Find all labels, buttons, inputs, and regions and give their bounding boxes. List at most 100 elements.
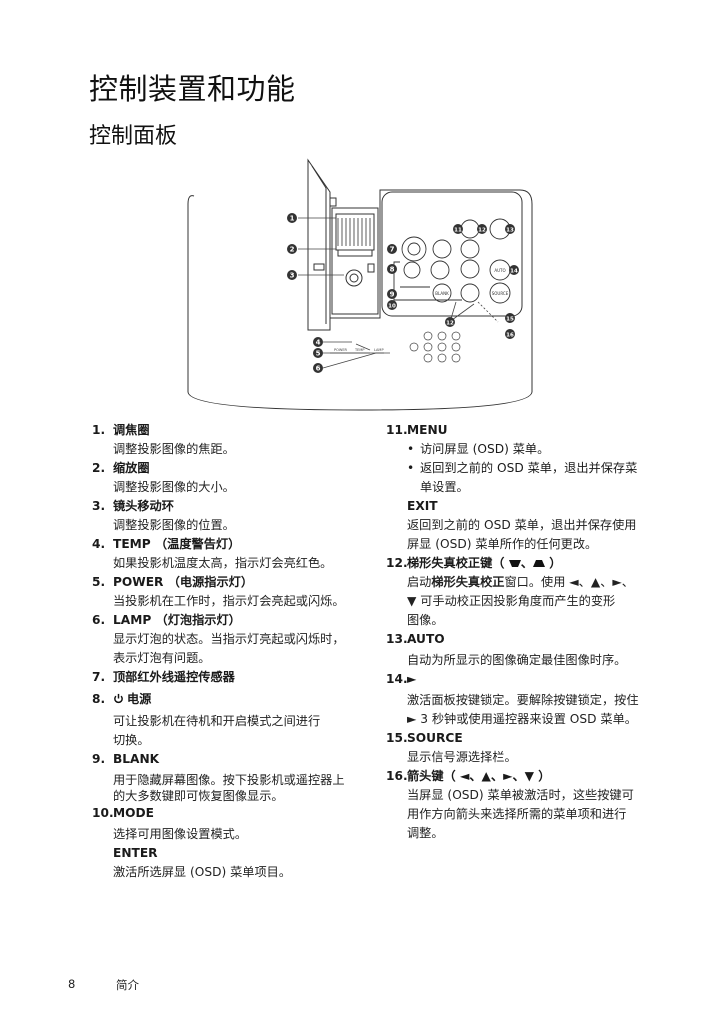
left-column: 1. 调焦圈 调整投影图像的焦距。 2. 缩放圈 调整投影图像的大小。 3. 镜… [92,421,382,882]
item-arrow-keys: 16. 箭头键（ ◄、▲、►、▼ ） 当屏显 (OSD) 菜单被激活时，这些按键… [386,767,676,843]
item-lens-shift-ring: 3. 镜头移动环 调整投影图像的位置。 [92,497,382,535]
item-number: 3. [92,499,106,513]
item-number: 15. [386,731,408,745]
item-number: 12. [386,556,408,570]
item-desc: 调整。 [407,826,444,840]
svg-text:TEMP: TEMP [354,348,364,352]
item-desc: 自动为所显示的图像确定最佳图像时序。 [407,653,627,667]
item-desc: 显示信号源选择栏。 [407,750,517,764]
item-desc: 可让投影机在待机和开启模式之间进行 [113,714,321,728]
item-desc: 调整投影图像的大小。 [113,480,235,494]
svg-text:2: 2 [290,246,295,254]
svg-text:14: 14 [510,269,518,275]
item-desc: 选择可用图像设置模式。 [113,827,248,841]
bullet-item: 返回到之前的 OSD 菜单，退出并保存菜 [407,459,676,478]
item-desc: 用于隐藏屏幕图像。按下投影机或遥控器上 [113,773,345,787]
svg-text:7: 7 [390,246,395,254]
item-number: 16. [386,769,408,783]
desc-bold: 梯形失真校正 [431,575,505,589]
item-source: 15. SOURCE 显示信号源选择栏。 [386,729,676,767]
item-focus-ring: 1. 调焦圈 调整投影图像的焦距。 [92,421,382,459]
svg-text:1: 1 [290,215,295,223]
callout-11: 11 [453,224,463,234]
callout-6: 6 [313,363,323,373]
item-number: 10. [92,806,114,820]
svg-text:9: 9 [390,291,395,299]
callout-3: 3 [287,270,297,280]
item-number: 13. [386,632,408,646]
item-zoom-ring: 2. 缩放圈 调整投影图像的大小。 [92,459,382,497]
item-keystone: 12. 梯形失真校正键（ 、 ） 启动梯形失真校正窗口。使用 ◄、▲、►、 ▼ … [386,554,676,630]
callout-16: 16 [505,329,515,339]
bullet-item-cont: 单设置。 [420,480,469,494]
item-title: 调焦圈 [113,423,150,437]
item-number: 4. [92,537,106,551]
item-desc: 激活所选屏显 (OSD) 菜单项目。 [113,865,292,879]
item-title: 顶部红外线遥控传感器 [113,670,235,684]
item-title: ► [407,672,417,686]
item-title: MODE [113,806,154,820]
item-blank: 9. BLANK 用于隐藏屏幕图像。按下投影机或遥控器上 的大多数键即可恢复图像… [92,750,382,804]
svg-text:10: 10 [388,304,396,310]
svg-text:12: 12 [446,321,454,327]
item-desc: ► 3 秒钟或使用遥控器来设置 OSD 菜单。 [407,712,637,726]
item-desc: 当投影机在工作时，指示灯会亮起或闪烁。 [113,594,345,608]
callout-10: 10 [387,300,397,310]
item-desc: 调整投影图像的位置。 [113,518,235,532]
item-desc: 切换。 [113,733,150,747]
section-heading: 控制面板 [89,124,178,149]
callout-1: 1 [287,213,297,223]
item-lamp-light: 6. LAMP （灯泡指示灯） 显示灯泡的状态。当指示灯亮起或闪烁时， 表示灯泡… [92,611,382,668]
svg-text:LAMP: LAMP [374,348,384,352]
item-title: SOURCE [407,731,463,745]
callout-12: 12 [477,224,487,234]
item-title: BLANK [113,752,160,766]
item-desc: 的大多数键即可恢复图像显示。 [113,789,284,803]
callout-13: 13 [505,224,515,234]
item-desc: 显示灯泡的状态。当指示灯亮起或闪烁时， [113,632,345,646]
source-button-label: SOURCE [492,291,509,296]
desc-part: 窗口。使用 ◄、▲、►、 [504,575,635,589]
item-desc: 表示灯泡有问题。 [113,651,211,665]
blank-button-label: BLANK [435,291,449,296]
item-desc: 用作方向箭头来选择所需的菜单项和进行 [407,807,627,821]
auto-button-label: AUTO [494,268,505,273]
svg-text:16: 16 [506,333,514,339]
svg-text:15: 15 [506,317,514,323]
item-desc: 调整投影图像的焦距。 [113,442,235,456]
svg-text:8: 8 [390,266,395,274]
item-title-text: 电源 [127,692,152,706]
item-power-button: 8. 电源 可让投影机在待机和开启模式之间进行 切换。 [92,690,382,750]
item-subtitle: EXIT [407,499,438,513]
item-title: AUTO [407,632,445,646]
svg-text:13: 13 [506,228,514,234]
svg-text:4: 4 [316,339,321,347]
item-desc: 屏显 (OSD) 菜单所作的任何更改。 [407,537,598,551]
callout-9: 9 [387,289,397,299]
item-panel-lock: 14. ► 激活面板按键锁定。要解除按键锁定，按住 ► 3 秒钟或使用遥控器来设… [386,670,676,729]
power-icon [114,693,123,704]
item-title: 梯形失真校正键（ 、 ） [407,554,676,573]
title-separator: 、 [520,556,533,570]
item-number: 14. [386,672,408,686]
item-desc: 如果投影机温度太高，指示灯会亮红色。 [113,556,333,570]
item-power-light: 5. POWER （电源指示灯） 当投影机在工作时，指示灯会亮起或闪烁。 [92,573,382,611]
callout-15: 15 [505,313,515,323]
item-number: 7. [92,670,106,684]
svg-text:5: 5 [316,350,321,358]
item-desc: 当屏显 (OSD) 菜单被激活时，这些按键可 [407,788,634,802]
item-number: 5. [92,575,106,589]
item-auto: 13. AUTO 自动为所显示的图像确定最佳图像时序。 [386,630,676,670]
item-temp-light: 4. TEMP （温度警告灯） 如果投影机温度太高，指示灯会亮红色。 [92,535,382,573]
page-number: 8 [68,977,76,991]
keystone-up-icon [508,560,521,567]
callout-4: 4 [313,337,323,347]
callout-14: 14 [509,265,519,275]
item-desc: ▼ 可手动校正因投影角度而产生的变形 [407,594,616,608]
svg-text:6: 6 [316,365,321,373]
item-title: 缩放圈 [113,461,150,475]
item-title: 镜头移动环 [113,499,174,513]
svg-text:12: 12 [478,228,486,234]
item-ir-sensor: 7. 顶部红外线遥控传感器 [92,668,382,687]
